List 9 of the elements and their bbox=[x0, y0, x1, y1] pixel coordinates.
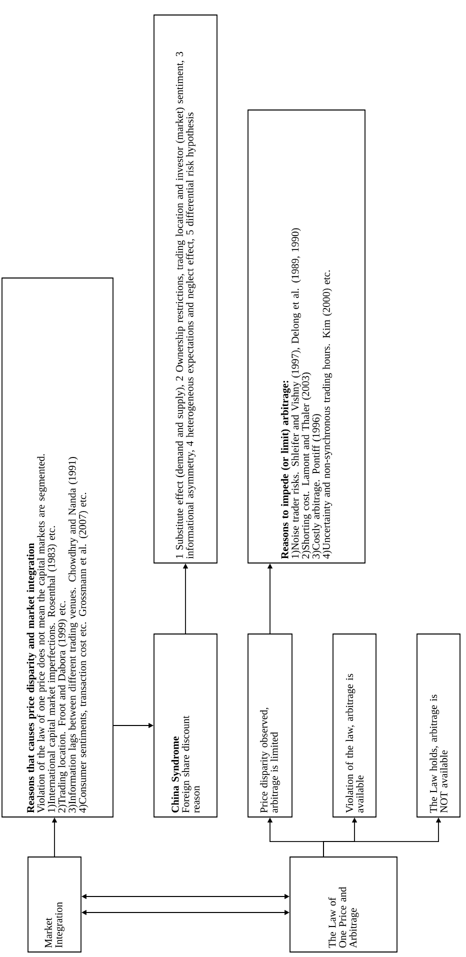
process-box: Market Integration bbox=[28, 856, 82, 952]
text-box: China Syndrome Foreign share discount reason bbox=[154, 634, 218, 818]
process-box: Violation of the law, arbitrage is available bbox=[332, 634, 376, 818]
process-box: Price disparity observed, arbitrage is limited bbox=[248, 634, 292, 818]
process-box: The Law of One Price and Arbitrage bbox=[290, 856, 398, 952]
text-box: Reasons to impede (or limit) arbitrage: 1)Noise trader risks. Shleifer and Vishny (1997), Delong et al. (1989, 1990) 2)Shorting cost. Lamont and Thaler (2003) 3)Costly arbitrage. Pontiff (1996) 4)Uncertainty and non-synchronous trading hours. Kim (2000) etc. bbox=[248, 110, 366, 564]
process-box: The Law holds, arbitrage is NOT available bbox=[416, 634, 460, 818]
text-box: Reasons that causes price disparity and market integration Violation of the law of one price does not mean the capital markets are segmented. 1)International capital market imperfections. Rosenthal (1983) etc. 2)Trading location. Froot and Dabora (1999) etc. 3)Information lags between different trading venues. Chowdhry and Nanda (1991) 4)Consumer sentiments, transaction cost etc. Grossmann et al. (2007) etc. bbox=[2, 278, 114, 818]
process-box: 1 Substitute effect (demand and supply), 2 Ownership restrictions, trading location and investor (market) sentiment, 3 informational asymmetry, 4 heterogeneous expectations and neglect effect, 5 differential risk hypothesis bbox=[154, 14, 218, 564]
